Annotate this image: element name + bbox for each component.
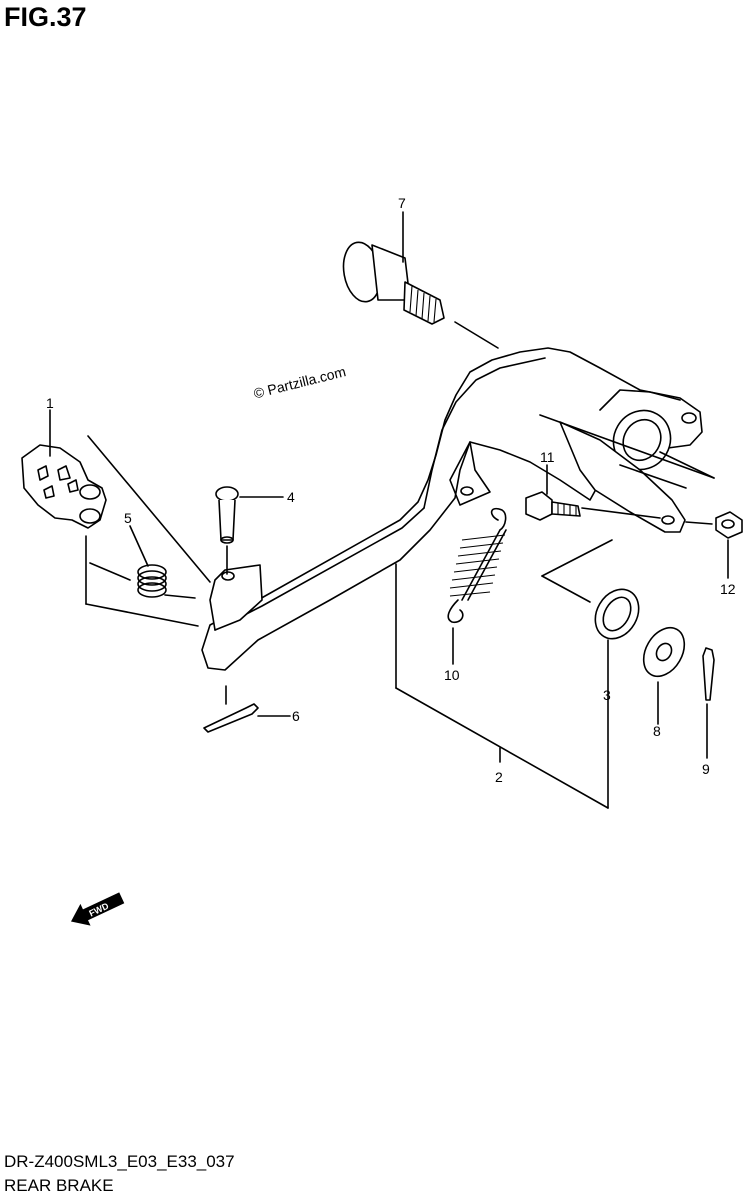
callout-11: 11: [540, 449, 555, 465]
bolt-11: [525, 491, 581, 521]
switch-bracket: [21, 444, 107, 529]
callout-4: 4: [287, 489, 295, 505]
cotter-pin-9: [702, 647, 715, 701]
pivot-shaft: [342, 241, 445, 325]
leader-lines: [49, 211, 729, 809]
clevis-pin: [215, 486, 239, 544]
washer-8: [642, 626, 686, 678]
cotter-pin-6: [203, 703, 259, 733]
extension-spring: [447, 507, 507, 624]
callout-10: 10: [444, 667, 460, 683]
callout-8: 8: [653, 723, 661, 739]
dust-seal: [594, 588, 640, 640]
callout-9: 9: [702, 761, 710, 777]
nut-12: [715, 511, 743, 539]
callout-6: 6: [292, 708, 300, 724]
callout-3: 3: [603, 687, 611, 703]
torsion-spring: [89, 562, 196, 599]
callout-1: 1: [46, 395, 54, 411]
callout-2: 2: [495, 769, 503, 785]
callout-7: 7: [398, 195, 406, 211]
figure-title: FIG.37: [4, 2, 87, 32]
model-code: DR-Z400SML3_E03_E33_037: [4, 1152, 235, 1171]
fwd-arrow: FWD: [70, 892, 125, 926]
callout-5: 5: [124, 510, 132, 526]
diagram-caption: REAR BRAKE: [4, 1176, 114, 1195]
callout-12: 12: [720, 581, 736, 597]
